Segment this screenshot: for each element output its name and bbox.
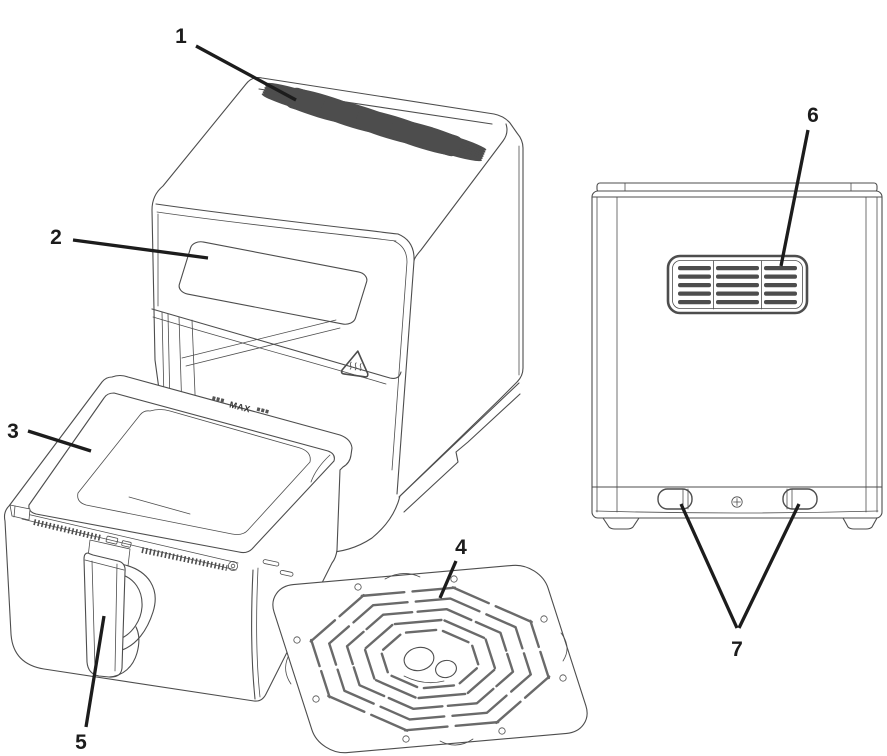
callout-5-number: 5 — [75, 731, 87, 754]
rear-view — [591, 182, 883, 530]
hot-surface-warning-icon — [340, 350, 369, 378]
rear-body — [591, 190, 883, 519]
callout-4-number: 4 — [455, 536, 467, 559]
control-display — [177, 240, 369, 326]
basket: MAX — [3, 374, 353, 702]
callout-5: 5 — [75, 615, 106, 754]
callout-2-number: 2 — [50, 226, 62, 249]
basket-side-slots — [262, 559, 294, 577]
callout-2: 2 — [50, 226, 209, 260]
rear-foot-left — [602, 517, 640, 530]
callout-6-number: 6 — [807, 104, 819, 127]
rear-foot-right — [842, 517, 878, 530]
callout-1: 1 — [175, 25, 297, 102]
plate-rivets — [293, 575, 567, 743]
screw-icon — [731, 496, 743, 508]
main-unit-base — [398, 382, 521, 513]
crisper-plate — [266, 563, 594, 756]
callout-4: 4 — [438, 536, 467, 599]
basket-rail — [9, 504, 239, 572]
callout-1-number: 1 — [175, 25, 187, 48]
callout-3: 3 — [7, 420, 92, 453]
basket-handle — [83, 539, 156, 678]
callout-6: 6 — [779, 104, 819, 267]
plate-corner-tabs — [285, 573, 568, 746]
callout-7-number: 7 — [731, 638, 743, 661]
callouts: 1 2 3 4 5 6 7 — [7, 25, 819, 754]
rear-vent-icon — [666, 254, 809, 315]
callout-7: 7 — [679, 503, 801, 661]
max-dash-left — [211, 396, 225, 403]
max-dash-right — [256, 407, 269, 414]
rear-vent-slats — [678, 266, 797, 305]
plate-center-bosses — [403, 646, 457, 684]
cord-wrap-hook-left — [657, 488, 693, 510]
callout-3-number: 3 — [7, 420, 19, 443]
cord-wrap-hook-right — [782, 488, 818, 510]
